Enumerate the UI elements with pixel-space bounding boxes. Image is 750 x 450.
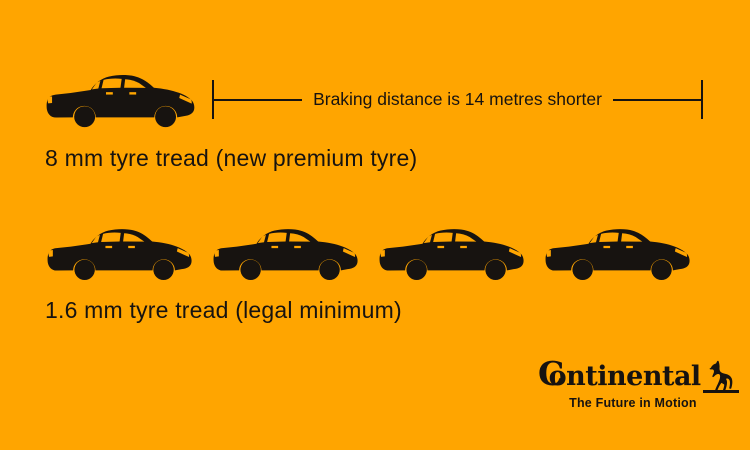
- tread-label-1-6mm: 1.6 mm tyre tread (legal minimum): [45, 297, 402, 323]
- wordmark-letter-o: o: [548, 361, 567, 392]
- braking-distance-bracket: Braking distance is 14 metres shorter: [212, 80, 704, 119]
- wordmark-rest: ntinental: [566, 361, 701, 392]
- car-row-8mm-tread: [44, 70, 205, 128]
- car-icon: [44, 70, 205, 128]
- continental-wordmark: Continental: [538, 357, 701, 393]
- car-icon: [543, 224, 700, 281]
- tread-label-8mm: 8 mm tyre tread (new premium tyre): [45, 145, 418, 171]
- bracket-right-tick: [701, 80, 704, 119]
- rearing-horse-icon: [709, 360, 733, 390]
- wordmark-letter-c: C: [538, 354, 564, 393]
- braking-distance-label: Braking distance is 14 metres shorter: [313, 89, 602, 109]
- car-icon: [377, 224, 534, 281]
- continental-logo: Continental The Future in Motion: [538, 357, 739, 410]
- car-icon: [211, 224, 368, 281]
- car-row-legal-minimum-tread: [45, 224, 700, 281]
- horse-ground-line: [702, 359, 739, 393]
- bracket-left-line: [214, 98, 303, 101]
- bracket-right-line: [612, 98, 702, 101]
- car-icon: [45, 224, 202, 281]
- bracket-left-tick: [212, 80, 214, 119]
- continental-tagline: The Future in Motion: [569, 396, 697, 410]
